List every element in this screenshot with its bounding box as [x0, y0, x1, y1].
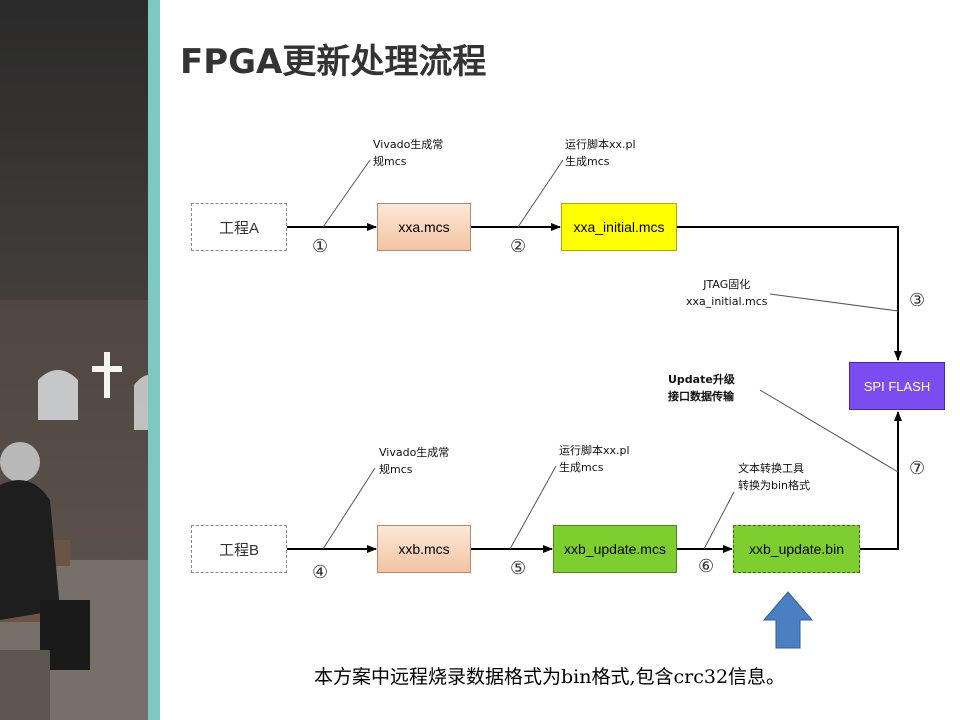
- annotation-b1-line1: Vivado生成常: [379, 446, 450, 459]
- callout-a1: [322, 159, 371, 228]
- node-spi-flash: SPI FLASH: [849, 362, 945, 410]
- annotation-b3-line2: 转换为bin格式: [738, 479, 811, 492]
- annotation-update-line1: Update升级: [668, 373, 735, 386]
- annotation-a1-line2: 规mcs: [373, 155, 407, 168]
- step-5: ⑤: [510, 558, 527, 579]
- step-6: ⑥: [698, 556, 715, 577]
- node-xxb-mcs: xxb.mcs: [377, 525, 471, 573]
- annotation-a3-line2: xxa_initial.mcs: [686, 295, 768, 308]
- annotation-b3-line1: 文本转换工具: [738, 462, 804, 475]
- footer-note: 本方案中远程烧录数据格式为bin格式,包含crc32信息。: [314, 666, 786, 688]
- step-3: ③: [909, 290, 926, 311]
- arrow-bin-to-flash: [860, 411, 902, 550]
- step-7: ⑦: [909, 458, 926, 479]
- annotation-b2-line1: 运行脚本xx.pl: [559, 444, 630, 457]
- annotation-a1: Vivado生成常 规mcs: [373, 136, 443, 170]
- church-photo-image: [0, 0, 156, 720]
- callout-a2: [517, 159, 564, 228]
- node-project-a: 工程A: [191, 203, 287, 251]
- step-4: ④: [312, 562, 329, 583]
- annotation-a3: JTAG固化 xxa_initial.mcs: [686, 276, 768, 310]
- node-xxb-update-mcs: xxb_update.mcs: [553, 525, 677, 573]
- annotation-b2-line2: 生成mcs: [559, 461, 604, 474]
- annotation-a2: 运行脚本xx.pl 生成mcs: [565, 136, 636, 170]
- side-photo: [0, 0, 156, 720]
- node-xxa-initial-mcs: xxa_initial.mcs: [561, 203, 677, 251]
- arrow-up-icon: [762, 591, 814, 649]
- annotation-b1-line2: 规mcs: [379, 463, 413, 476]
- callout-a3: [769, 293, 899, 312]
- node-xxb-update-bin: xxb_update.bin: [733, 525, 860, 573]
- annotation-a3-line1: JTAG固化: [703, 278, 751, 291]
- callout-b3: [703, 491, 735, 550]
- arrow-initial-to-flash: [677, 226, 902, 361]
- annotation-a1-line1: Vivado生成常: [373, 138, 444, 151]
- annotation-a2-line1: 运行脚本xx.pl: [565, 138, 636, 151]
- step-1: ①: [312, 236, 329, 257]
- annotation-b2: 运行脚本xx.pl 生成mcs: [559, 442, 630, 476]
- node-xxa-mcs: xxa.mcs: [377, 203, 471, 251]
- callout-b1: [322, 467, 376, 550]
- annotation-update-line2: 接口数据传输: [668, 390, 734, 403]
- step-2: ②: [510, 236, 527, 257]
- annotation-b3: 文本转换工具 转换为bin格式: [738, 460, 810, 494]
- accent-stripe: [148, 0, 160, 720]
- page-title: FPGA更新处理流程: [180, 42, 487, 82]
- callout-update: [759, 389, 899, 473]
- annotation-update: Update升级 接口数据传输: [668, 371, 735, 405]
- annotation-b1: Vivado生成常 规mcs: [379, 444, 449, 478]
- annotation-a2-line2: 生成mcs: [565, 155, 610, 168]
- node-project-b: 工程B: [191, 525, 287, 573]
- callout-b2: [509, 465, 557, 550]
